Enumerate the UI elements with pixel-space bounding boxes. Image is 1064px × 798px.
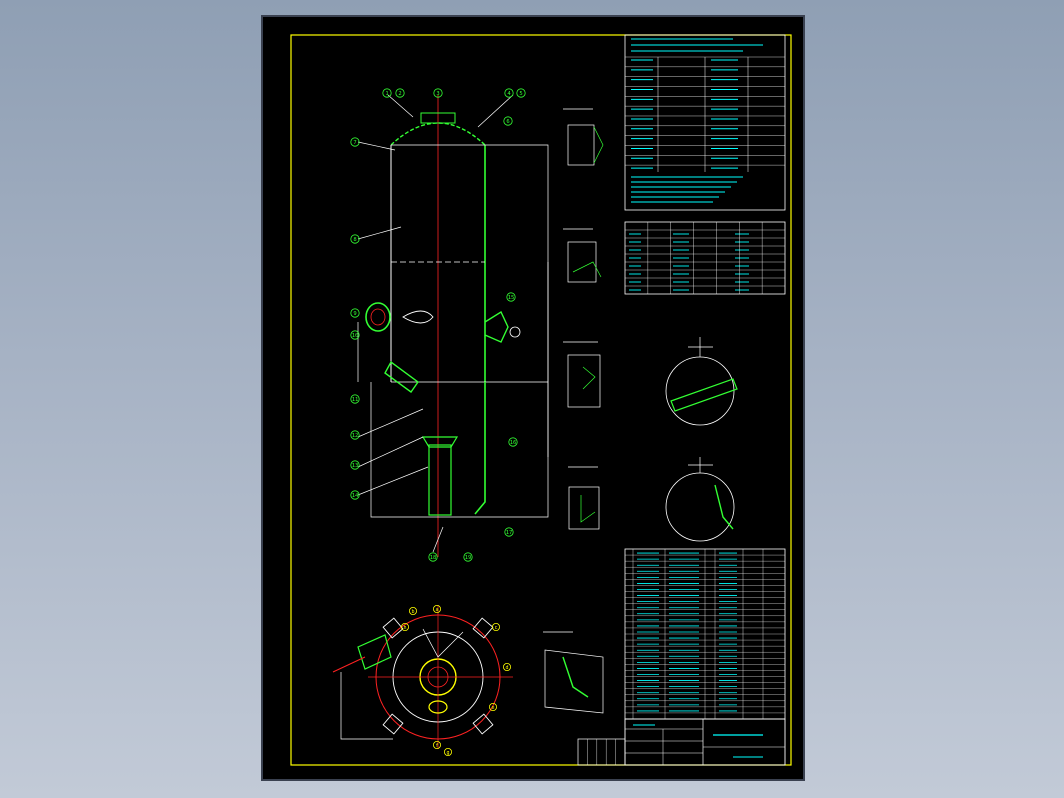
svg-text:16: 16 xyxy=(510,440,517,446)
svg-text:5: 5 xyxy=(519,91,522,97)
right-side-nozzle xyxy=(484,310,509,343)
svg-text:12: 12 xyxy=(352,433,359,439)
revision-block xyxy=(577,738,626,766)
svg-text:c: c xyxy=(494,625,497,631)
plan-nozzle-leaders xyxy=(422,628,464,658)
nozzle-table-grid xyxy=(625,222,785,294)
nozzle-mark-h: h xyxy=(400,623,409,632)
svg-text:d: d xyxy=(505,665,508,671)
callout-7: 7 xyxy=(350,137,360,147)
nozzle-mark-c: c xyxy=(491,623,500,632)
parts-list-grid xyxy=(625,549,785,719)
bottom-outlet-pipe xyxy=(428,444,452,516)
svg-text:9: 9 xyxy=(353,311,356,317)
svg-text:15: 15 xyxy=(508,295,515,301)
svg-text:b: b xyxy=(411,609,414,615)
plan-bottom-outlet xyxy=(428,700,448,714)
design-data-table xyxy=(624,34,786,211)
side-manway xyxy=(365,302,391,332)
title-block-rows xyxy=(587,724,785,765)
nozzle-mark-d: d xyxy=(502,663,511,672)
nozzle-table xyxy=(624,221,786,295)
svg-text:19: 19 xyxy=(465,555,472,561)
svg-text:13: 13 xyxy=(352,463,359,469)
title-block xyxy=(577,718,786,766)
nozzle-mark-b: b xyxy=(408,607,417,616)
svg-text:11: 11 xyxy=(352,397,359,403)
svg-text:7: 7 xyxy=(353,140,356,146)
svg-text:f: f xyxy=(435,743,438,749)
callout-1: 1 xyxy=(382,88,392,98)
dimension-extension-lines xyxy=(370,144,549,518)
detail-views xyxy=(543,108,604,714)
drawing-frame xyxy=(290,34,792,766)
svg-text:14: 14 xyxy=(352,493,359,499)
callout-18: 18 xyxy=(428,552,438,562)
svg-text:1: 1 xyxy=(385,91,388,97)
callout-14: 14 xyxy=(350,490,360,500)
plan-inlet-axis xyxy=(332,656,366,673)
detail-view-5 xyxy=(543,631,604,714)
nozzle-mark-f: f xyxy=(432,741,441,750)
detail-view-2 xyxy=(563,228,602,283)
callout-5: 5 xyxy=(516,88,526,98)
top-manway-nozzle xyxy=(420,112,456,124)
svg-text:17: 17 xyxy=(506,530,513,536)
svg-text:8: 8 xyxy=(353,237,356,243)
callout-19: 19 xyxy=(463,552,473,562)
svg-text:2: 2 xyxy=(398,91,401,97)
detail-view-4 xyxy=(568,466,600,530)
section-circle-a xyxy=(665,337,738,426)
callout-15: 15 xyxy=(506,292,516,302)
parts-list-table xyxy=(624,548,786,720)
svg-text:h: h xyxy=(403,625,406,631)
svg-text:4: 4 xyxy=(507,91,511,97)
callout-3: 3 xyxy=(433,88,443,98)
svg-text:18: 18 xyxy=(430,555,437,561)
callout-4: 4 xyxy=(504,88,514,98)
callout-13: 13 xyxy=(350,460,360,470)
vessel-plan-view: a b c d e f g h xyxy=(332,605,513,757)
bottom-outlet-flange xyxy=(421,436,459,448)
callout-8: 8 xyxy=(350,234,360,244)
right-nozzle-flange xyxy=(509,326,521,338)
svg-text:3: 3 xyxy=(436,91,439,97)
manway-cover xyxy=(402,310,434,324)
leader-lines xyxy=(357,94,514,553)
nozzle-mark-a: a xyxy=(432,605,441,614)
callout-16: 16 xyxy=(508,437,518,447)
nozzle-mark-e: e xyxy=(488,703,497,712)
svg-text:e: e xyxy=(491,705,494,711)
svg-text:g: g xyxy=(446,750,449,756)
inclined-inlet-nozzle xyxy=(384,360,419,393)
support-lugs xyxy=(382,617,494,735)
svg-text:6: 6 xyxy=(506,119,509,125)
plan-inlet-nozzle xyxy=(357,634,392,670)
callout-12: 12 xyxy=(350,430,360,440)
callout-2: 2 xyxy=(395,88,405,98)
callout-9: 9 xyxy=(350,308,360,318)
svg-text:10: 10 xyxy=(352,333,359,339)
callout-10: 10 xyxy=(350,330,360,340)
plan-dimension-line xyxy=(340,672,393,740)
section-circle-b xyxy=(665,457,735,542)
side-manway-inner xyxy=(370,308,386,326)
callout-17: 17 xyxy=(504,527,514,537)
svg-text:a: a xyxy=(435,607,438,613)
top-head xyxy=(390,122,486,146)
callout-6: 6 xyxy=(503,116,513,126)
nozzle-mark-g: g xyxy=(443,748,452,757)
lower-shell-right xyxy=(474,382,486,515)
plan-nozzle-marks: a b c d e f g h xyxy=(400,605,511,757)
detail-view-1 xyxy=(563,108,604,166)
callout-11: 11 xyxy=(350,394,360,404)
detail-view-3 xyxy=(563,341,601,408)
